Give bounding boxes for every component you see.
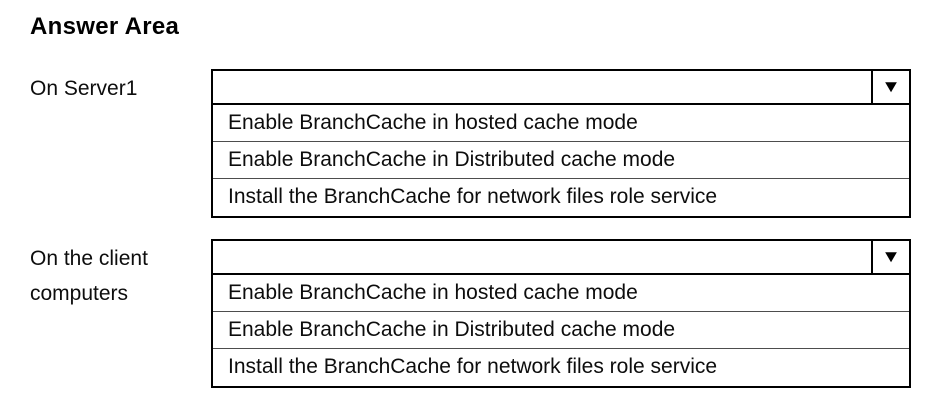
dropdown-server1-selected-value bbox=[213, 71, 871, 103]
dropdown-client-computers-arrow-button[interactable]: ▼ bbox=[871, 241, 909, 273]
option-install-branchcache-role-service[interactable]: Install the BranchCache for network file… bbox=[228, 185, 718, 208]
dropdown-server1-header[interactable]: ▼ bbox=[213, 71, 909, 105]
answer-area-panel: Answer Area On Server1 ▼ Enable BranchCa… bbox=[30, 13, 927, 388]
dropdown-server1-arrow-button[interactable]: ▼ bbox=[871, 71, 909, 103]
answer-group-client-computers: On the client computers ▼ Enable BranchC… bbox=[30, 239, 927, 388]
option-install-branchcache-role-service[interactable]: Install the BranchCache for network file… bbox=[228, 355, 718, 378]
answer-group-server1: On Server1 ▼ Enable BranchCache in hoste… bbox=[30, 69, 927, 218]
option-enable-distributed-cache-mode[interactable]: Enable BranchCache in Distributed cache … bbox=[213, 312, 909, 349]
chevron-down-icon: ▼ bbox=[881, 77, 901, 97]
dropdown-client-computers-options: Enable BranchCache in hosted cache mode … bbox=[213, 275, 909, 386]
dropdown-client-computers-selected-value bbox=[213, 241, 871, 273]
option-enable-hosted-cache-mode[interactable]: Enable BranchCache in hosted cache mode bbox=[213, 105, 909, 142]
dropdown-server1: ▼ Enable BranchCache in hosted cache mod… bbox=[211, 69, 911, 218]
row-label-server1: On Server1 bbox=[30, 77, 138, 100]
dropdown-server1-options: Enable BranchCache in hosted cache mode … bbox=[213, 105, 909, 216]
dropdown-client-computers: ▼ Enable BranchCache in hosted cache mod… bbox=[211, 239, 911, 388]
option-enable-hosted-cache-mode[interactable]: Enable BranchCache in hosted cache mode bbox=[213, 275, 909, 312]
option-enable-distributed-cache-mode[interactable]: Enable BranchCache in Distributed cache … bbox=[213, 142, 909, 179]
dropdown-client-computers-header[interactable]: ▼ bbox=[213, 241, 909, 275]
row-label-client-computers: On the client computers bbox=[30, 247, 148, 305]
page-title: Answer Area bbox=[30, 13, 180, 40]
chevron-down-icon: ▼ bbox=[881, 247, 901, 267]
